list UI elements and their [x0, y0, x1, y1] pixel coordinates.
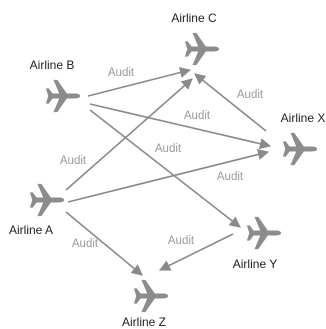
edge-label-b-x: Audit: [184, 110, 211, 122]
edge-arrow-a-x: [67, 149, 270, 203]
airplane-icon: [184, 32, 220, 66]
edge-arrow-x-c: [194, 73, 267, 132]
edge-arrow-b-x: [89, 103, 272, 150]
airplane-icon: [29, 183, 65, 217]
node-label-airline-y: Airline Y: [233, 257, 277, 271]
airplane-icon: [45, 79, 81, 113]
node-label-airline-x: Airline X: [281, 111, 326, 125]
node-airline-z: Airline Z: [122, 279, 169, 329]
airplane-icon: [282, 132, 318, 166]
node-airline-c: Airline C: [171, 11, 220, 66]
edge-label-a-x: Audit: [217, 171, 244, 183]
airplane-icon: [133, 279, 169, 313]
edge-label-a-z: Audit: [72, 238, 99, 250]
edge-label-a-c: Audit: [60, 155, 87, 167]
edge-label-b-y: Audit: [155, 143, 182, 155]
edge-label-y-z: Audit: [168, 235, 195, 247]
edge-arrow-a-z: [65, 211, 143, 276]
node-label-airline-a: Airline A: [9, 223, 53, 237]
node-airline-a: Airline A: [9, 183, 65, 237]
edge-label-x-c: Audit: [237, 89, 264, 101]
node-label-airline-c: Airline C: [171, 11, 217, 25]
node-airline-y: Airline Y: [233, 216, 282, 271]
edge-arrow-b-y: [89, 109, 241, 228]
airplane-icon: [246, 216, 282, 250]
edges-layer: [65, 67, 272, 276]
node-airline-b: Airline B: [30, 58, 81, 113]
edge-label-b-c: Audit: [108, 67, 135, 79]
edge-arrow-a-c: [65, 78, 193, 191]
node-label-airline-z: Airline Z: [122, 315, 166, 329]
node-airline-x: Airline X: [281, 111, 326, 166]
edge-arrow-y-z: [158, 233, 234, 271]
node-label-airline-b: Airline B: [30, 58, 75, 72]
edge-arrow-b-c: [87, 67, 192, 97]
